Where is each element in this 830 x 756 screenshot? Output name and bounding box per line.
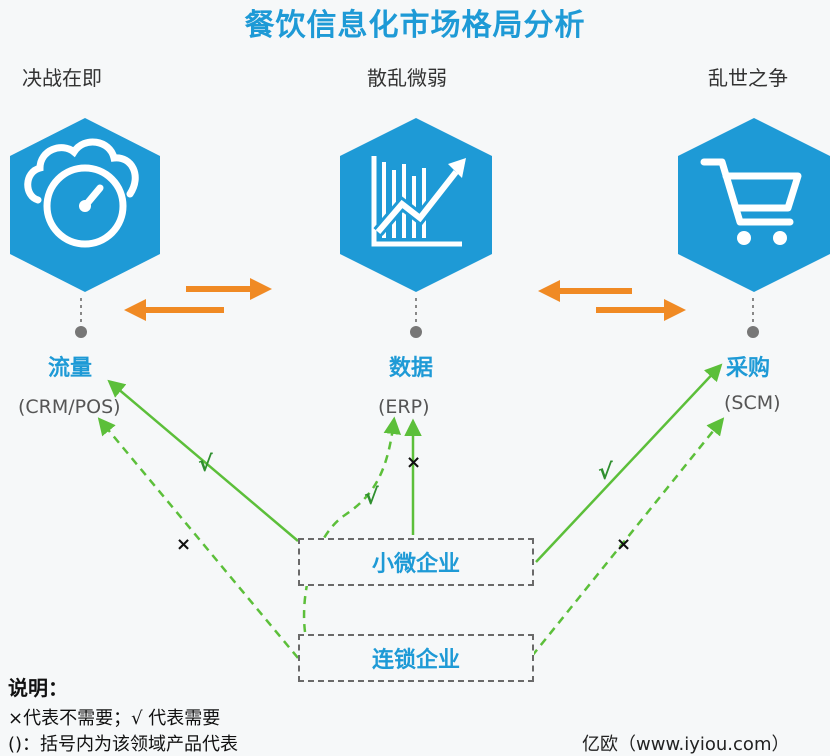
check-mark-small-traffic: √ [198,452,213,477]
stem-data [410,298,422,338]
orange-arrows-right [538,280,686,321]
stem-traffic [75,298,87,338]
cross-mark-chain-procurement: × [616,534,632,555]
chain-enterprise-box: 连锁企业 [298,634,534,682]
dashed-lines-chain [97,416,725,659]
legend-line-1: ×代表不需要；√ 代表需要 [8,708,221,729]
product-label-data: (ERP) [378,396,430,418]
domain-label-traffic: 流量 [48,356,93,381]
check-mark-chain-data: √ [364,485,379,510]
shopping-cart-icon [700,158,802,226]
cross-mark-small-data: × [406,452,422,473]
source-credit: 亿欧（www.iyiou.com） [582,734,790,755]
phase-label-data: 散乱微弱 [367,66,447,90]
check-mark-small-procurement: √ [598,460,613,485]
product-label-procurement: (SCM) [724,392,781,414]
phase-label-procurement: 乱世之争 [708,66,788,90]
legend-title: 说明： [8,676,68,700]
stem-procurement [747,298,759,338]
rising-chart-icon [371,156,462,247]
domain-label-procurement: 采购 [726,356,771,381]
hexagon-data [340,118,492,292]
page-title: 餐饮信息化市场格局分析 [244,8,586,43]
domain-label-data: 数据 [389,356,434,381]
phase-label-traffic: 决战在即 [22,66,102,90]
hexagon-procurement [678,118,830,292]
hexagon-traffic [10,118,160,292]
solid-lines-small-business [107,363,723,563]
orange-arrows-left [124,278,272,321]
product-label-traffic: (CRM/POS) [18,396,121,418]
legend-line-2: ()：括号内为该领域产品代表 [8,734,239,755]
cross-mark-chain-traffic: × [176,534,192,555]
small-business-box: 小微企业 [298,538,534,586]
